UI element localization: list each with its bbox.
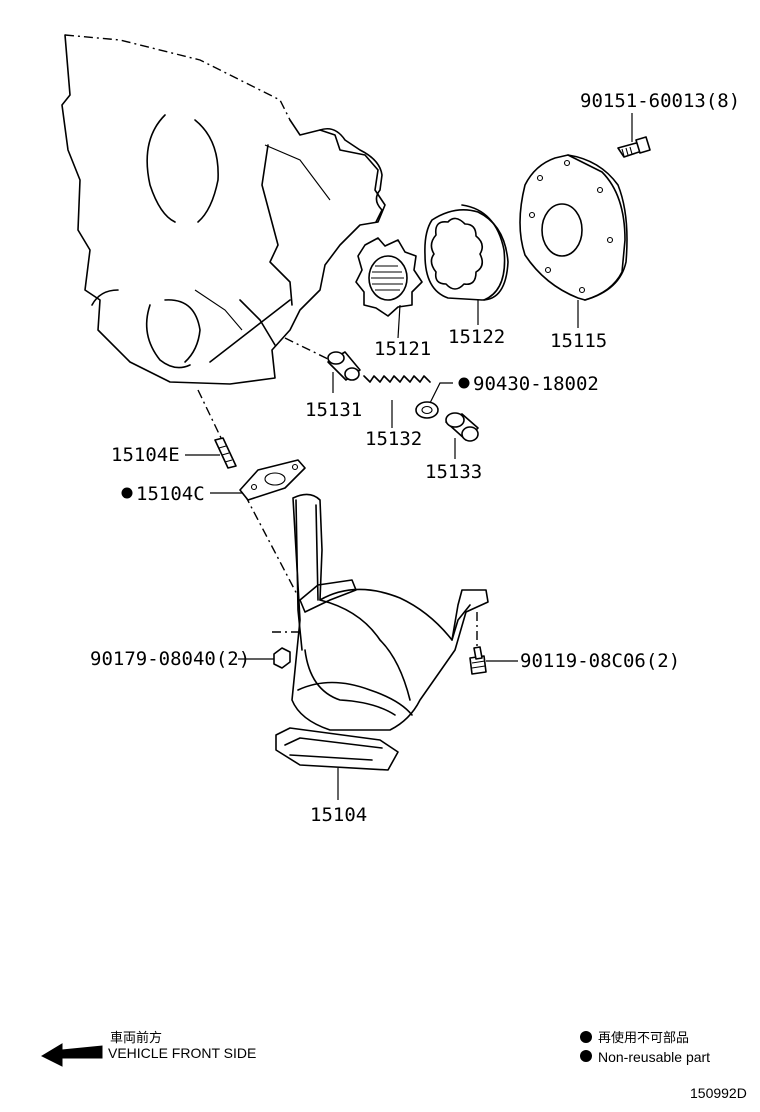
nonreuse-dot-15104C [121,487,133,499]
nut-90179 [273,647,291,669]
label-15115: 15115 [550,330,607,352]
label-90179: 90179-08040(2) [90,648,250,670]
nonreuse-legend: 再使用不可部品 Non-reusable part [580,1030,710,1065]
label-15131: 15131 [305,399,362,421]
gasket-90430 [415,401,439,419]
label-90119: 90119-08C06(2) [520,650,680,672]
front-direction-legend: 車両前方 VEHICLE FRONT SIDE [40,1030,256,1067]
arrow-left-icon [40,1043,103,1067]
relief-valve-15131 [327,351,361,381]
label-15133: 15133 [425,461,482,483]
stud-15104E [214,437,237,469]
diagram-id: 150992D [690,1085,747,1101]
nonreuse-label-en: Non-reusable part [598,1049,710,1065]
plug-15133 [445,412,479,442]
nonreuse-label-jp: 再使用不可部品 [598,1030,689,1046]
front-label-jp: 車両前方 [110,1030,162,1046]
bolt-90119 [469,646,487,675]
front-label-en: VEHICLE FRONT SIDE [108,1045,256,1061]
label-15132: 15132 [365,428,422,450]
oil-strainer-15104 [275,493,489,771]
filled-circle-icon [580,1050,592,1062]
spring-15132 [363,375,431,383]
engine-cover-outline [61,34,386,385]
label-15122: 15122 [448,326,505,348]
label-15121: 15121 [374,338,431,360]
pump-cover-15115 [519,154,628,301]
label-90430: 90430-18002 [473,373,599,395]
filled-circle-icon [580,1031,592,1043]
driven-rotor-15122 [424,204,509,301]
leader-lines [185,113,633,800]
drive-rotor-15121 [355,237,423,317]
label-15104C: 15104C [136,483,205,505]
gasket-15104C [239,459,306,501]
part-labels: 90151-60013(8) 15121 15122 15115 90430-1… [90,90,740,826]
label-15104: 15104 [310,804,367,826]
nonreuse-dot-90430 [458,377,470,389]
label-15104E: 15104E [111,444,180,466]
bolt-90151 [617,136,651,158]
label-90151: 90151-60013(8) [580,90,740,112]
